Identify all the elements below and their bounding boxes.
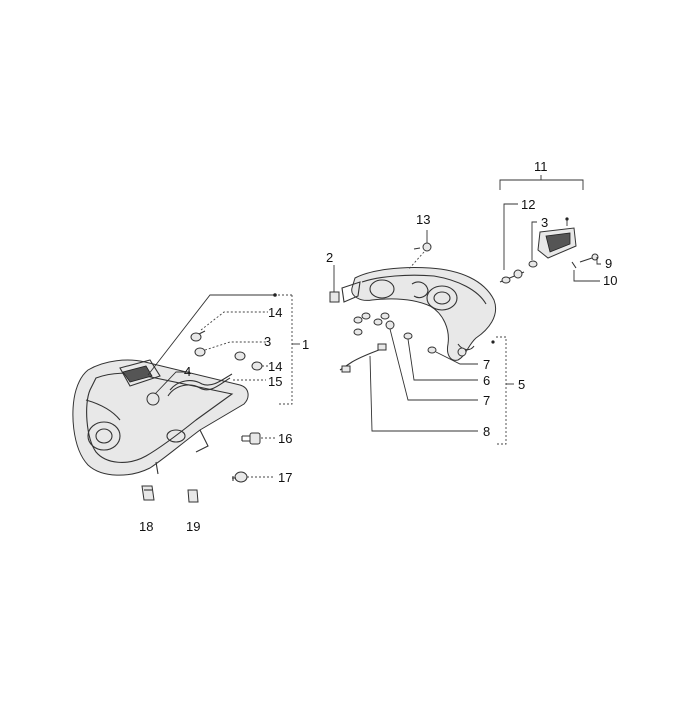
- clip-18: [141, 485, 155, 501]
- screw-3-left: [194, 341, 266, 357]
- wiring-15: [167, 373, 266, 397]
- screw-16: [241, 432, 275, 445]
- wire-8: [339, 343, 478, 432]
- washer-10: [571, 261, 600, 282]
- callout-7-upper: 7: [483, 393, 490, 408]
- rear-light-housing: [351, 267, 496, 361]
- license-light-unit: [537, 217, 577, 259]
- callout-15: 15: [268, 374, 282, 389]
- callout-14-lower: 14: [268, 359, 282, 374]
- screw-7-upper: [385, 320, 478, 401]
- callout-8: 8: [483, 424, 490, 439]
- bolt-12: [499, 203, 525, 284]
- screw-17: [232, 471, 275, 483]
- callout-18: 18: [139, 519, 153, 534]
- headlight-fairing: [72, 359, 249, 476]
- callout-7-lower: 7: [483, 357, 490, 372]
- bulb-4: [146, 371, 190, 406]
- callout-13: 13: [416, 212, 430, 227]
- callout-14-upper: 14: [268, 305, 282, 320]
- callout-19: 19: [186, 519, 200, 534]
- screw-7-lower: [427, 346, 478, 365]
- callout-4: 4: [184, 364, 191, 379]
- screw-3-right: [528, 221, 538, 268]
- nut-19: [187, 489, 199, 503]
- clip-2: [329, 265, 361, 303]
- callout-6: 6: [483, 373, 490, 388]
- callout-10: 10: [603, 273, 617, 288]
- callout-3-right: 3: [541, 215, 548, 230]
- callout-11: 11: [534, 159, 548, 174]
- callout-3-left: 3: [264, 334, 271, 349]
- bracket-item-11: [499, 175, 584, 190]
- bracket-item-5: [491, 336, 514, 445]
- callout-1: 1: [302, 337, 309, 352]
- screws-row: [353, 312, 390, 336]
- screw-9: [579, 253, 601, 265]
- callout-16: 16: [278, 431, 292, 446]
- callout-9: 9: [605, 256, 612, 271]
- screw-14-lower: [234, 351, 268, 371]
- callout-labels: 1 2 3 3 4 5 6 7 7 8 9 10 11 12 13 14 14 …: [139, 159, 617, 534]
- bracket-item-1: [147, 293, 300, 405]
- callout-5: 5: [518, 377, 525, 392]
- callout-2: 2: [326, 250, 333, 265]
- bolt-13: [407, 230, 432, 271]
- screw-6: [403, 332, 478, 381]
- callout-17: 17: [278, 470, 292, 485]
- screw-14-upper: [190, 311, 268, 342]
- callout-12: 12: [521, 197, 535, 212]
